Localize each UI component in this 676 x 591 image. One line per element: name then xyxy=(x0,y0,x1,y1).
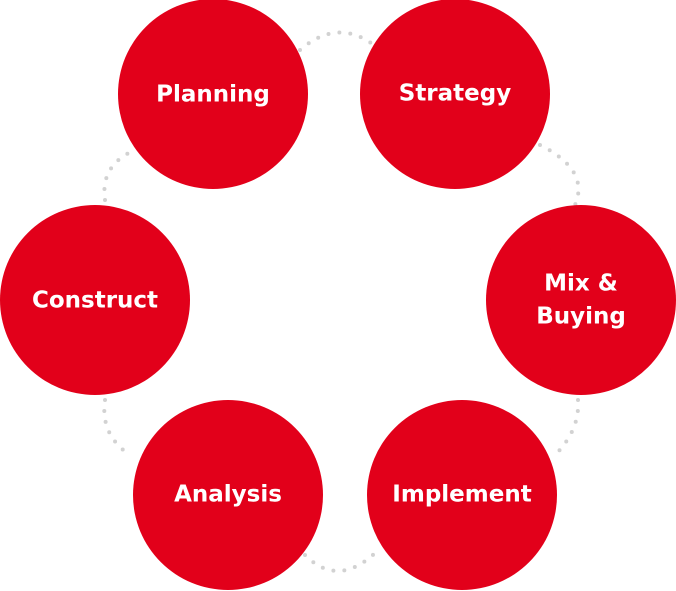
connector-construct-planning xyxy=(102,148,137,202)
stage-construct-circle xyxy=(0,205,190,395)
stage-analysis-label: Analysis xyxy=(174,482,282,508)
connector-analysis-construct xyxy=(102,398,132,457)
stage-strategy-label: Strategy xyxy=(399,81,511,107)
stage-strategy-circle xyxy=(360,0,550,189)
stage-mix-buying-label-line-2: Buying xyxy=(536,304,626,330)
stage-analysis: Analysis xyxy=(133,400,323,590)
connector-planning-strategy xyxy=(298,30,382,52)
connector-strategy-mix-buying xyxy=(538,143,581,207)
stage-mix-buying-label-line-1: Mix & xyxy=(544,271,618,297)
stage-planning-label: Planning xyxy=(156,82,270,108)
stage-planning-circle xyxy=(118,0,308,189)
connector-implement-analysis xyxy=(303,546,382,573)
stage-implement-label: Implement xyxy=(392,482,531,508)
stage-construct: Construct xyxy=(0,205,190,395)
dotted-connectors xyxy=(102,30,581,573)
connector-mix-buying-implement xyxy=(553,398,581,457)
stage-mix-buying: Mix & Buying xyxy=(486,205,676,395)
stage-construct-label: Construct xyxy=(32,288,158,314)
stage-planning: Planning xyxy=(118,0,308,189)
stage-implement-circle xyxy=(367,400,557,590)
stage-mix-buying-circle xyxy=(486,205,676,395)
stage-analysis-circle xyxy=(133,400,323,590)
stage-strategy: Strategy xyxy=(360,0,550,189)
stage-implement: Implement xyxy=(367,400,557,590)
